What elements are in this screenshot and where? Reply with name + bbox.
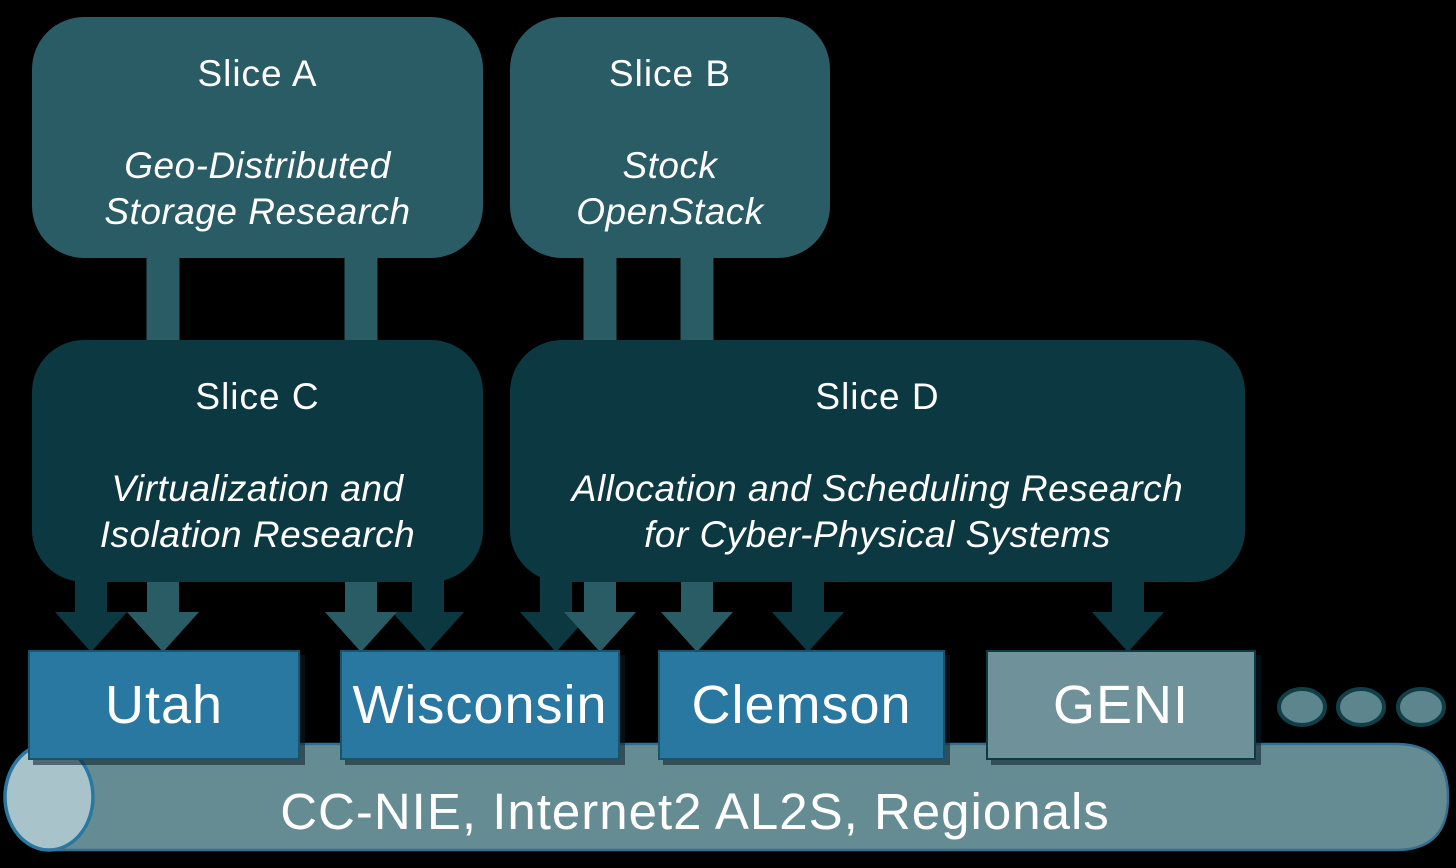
slice-b-subtitle: Stock OpenStack <box>510 143 830 235</box>
slice-a-box: Slice A Geo-Distributed Storage Research <box>32 17 483 258</box>
slice-a-subtitle: Geo-Distributed Storage Research <box>32 143 483 235</box>
site-wisconsin-label: Wisconsin <box>352 675 608 735</box>
slice-b-title: Slice B <box>608 53 732 94</box>
site-clemson-label: Clemson <box>691 675 912 735</box>
connector-bar-slice-b-2 <box>680 250 714 350</box>
connector-bar-slice-b-1 <box>583 250 617 350</box>
arrow-slice-c-to-utah-icon <box>55 572 127 652</box>
network-pipe-body <box>47 742 1450 852</box>
slice-c-title: Slice C <box>195 376 320 417</box>
slice-a-subtitle-line2: Storage Research <box>104 191 411 232</box>
slice-d-subtitle-line2: for Cyber-Physical Systems <box>644 514 1111 555</box>
connector-bar-slice-a-2 <box>344 250 378 350</box>
slice-c-subtitle-line1: Virtualization and <box>111 468 404 509</box>
slice-d-subtitle-line1: Allocation and Scheduling Research <box>571 468 1184 509</box>
ellipsis-dot-2-icon <box>1336 687 1386 727</box>
site-wisconsin: Wisconsin <box>340 650 620 760</box>
ellipsis-dot-1-icon <box>1277 687 1327 727</box>
arrow-slice-a-to-utah-icon <box>127 572 199 652</box>
slice-a-subtitle-line1: Geo-Distributed <box>124 145 391 186</box>
slice-d-box: Slice D Allocation and Scheduling Resear… <box>510 340 1245 582</box>
arrow-slice-b-to-clemson-icon <box>661 572 733 652</box>
slice-c-subtitle-line2: Isolation Research <box>99 514 416 555</box>
ellipsis-dot-3-icon <box>1396 687 1446 727</box>
slice-c-box: Slice C Virtualization and Isolation Res… <box>32 340 483 582</box>
connector-bar-slice-a-1 <box>146 250 180 350</box>
slice-b-subtitle-line2: OpenStack <box>576 191 764 232</box>
slice-d-subtitle: Allocation and Scheduling Research for C… <box>510 466 1245 558</box>
arrow-slice-d-to-geni-icon <box>1092 572 1164 652</box>
slice-b-subtitle-line1: Stock <box>622 145 718 186</box>
arrow-slice-d-to-clemson-icon <box>772 572 844 652</box>
site-geni-label: GENI <box>1052 675 1190 735</box>
site-geni: GENI <box>986 650 1256 760</box>
slice-a-title: Slice A <box>197 53 318 94</box>
slice-d-title: Slice D <box>815 376 940 417</box>
arrow-slice-a-to-wisconsin-icon <box>325 572 397 652</box>
arrow-slice-b-to-wisconsin-icon <box>564 572 636 652</box>
slice-b-box: Slice B Stock OpenStack <box>510 17 830 258</box>
slice-c-subtitle: Virtualization and Isolation Research <box>32 466 483 558</box>
arrow-slice-c-to-wisconsin-icon <box>392 572 464 652</box>
site-clemson: Clemson <box>658 650 945 760</box>
arrow-slice-d-to-wisconsin-icon <box>520 572 592 652</box>
site-utah-label: Utah <box>104 675 224 735</box>
network-pipe-label: CC-NIE, Internet2 AL2S, Regionals <box>280 783 1110 840</box>
site-utah: Utah <box>28 650 300 760</box>
